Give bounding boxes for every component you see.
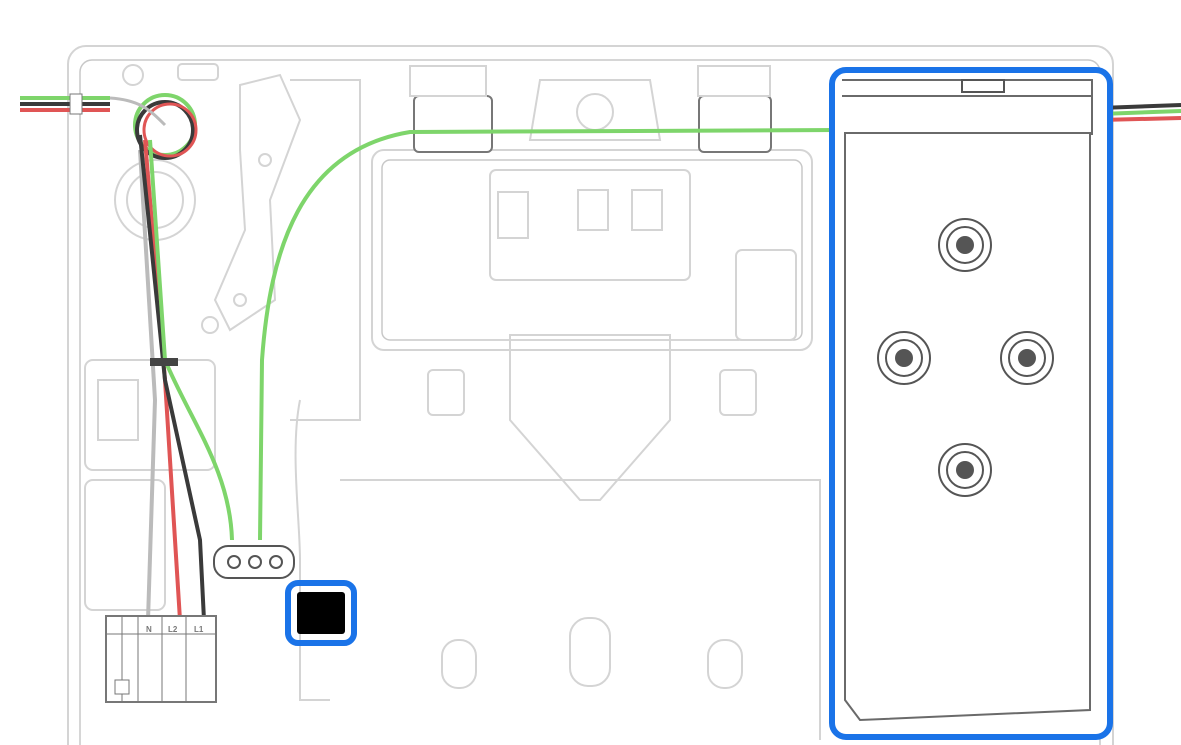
clip-right [698, 95, 772, 153]
mount-hole-top [938, 218, 992, 272]
highlighted-component[interactable] [285, 580, 357, 646]
terminal-label-n: N [146, 625, 152, 634]
clip-left [413, 95, 493, 153]
mount-hole-bottom [938, 443, 992, 497]
vent-grille [509, 334, 671, 501]
mount-hole-right [1000, 331, 1054, 385]
wires [20, 93, 1181, 621]
terminal-block: N L2 L1 [105, 615, 217, 703]
three-pin-connector [213, 545, 295, 579]
mount-hole-left [877, 331, 931, 385]
highlighted-panel[interactable] [829, 67, 1113, 740]
main-module [294, 65, 821, 740]
terminal-label-l1: L1 [194, 625, 204, 634]
terminal-label-l2: L2 [168, 625, 178, 634]
